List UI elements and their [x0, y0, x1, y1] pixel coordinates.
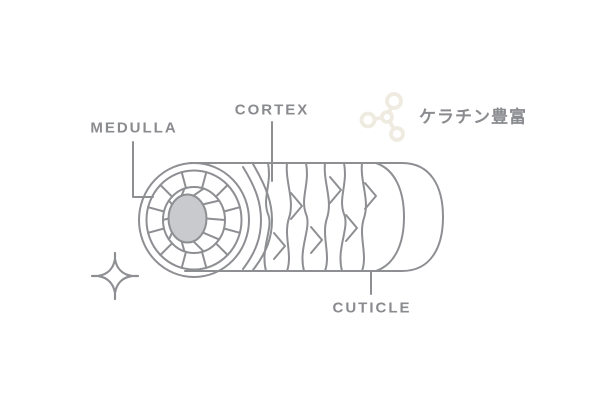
- sparkle-icon: [90, 251, 140, 301]
- label-medulla: MEDULLA: [90, 119, 178, 137]
- keratin-molecule-icon: [359, 92, 405, 142]
- label-cuticle: CUTICLE: [332, 299, 412, 317]
- pointer-lines: [132, 121, 372, 295]
- medulla-core-fill: [169, 195, 206, 242]
- cross-section: [138, 162, 250, 278]
- cuticle-scale-lines: [242, 162, 377, 272]
- line-art: [90, 121, 444, 301]
- label-cortex: CORTEX: [234, 101, 310, 119]
- hair-shaft-outline: [184, 162, 444, 272]
- cortex-cell-walls-inner: [162, 187, 226, 253]
- medulla-pointer-line: [132, 141, 154, 198]
- cortex-cell-walls-outer: [147, 171, 241, 269]
- label-keratin-rich: ケラチン豊富: [419, 107, 527, 127]
